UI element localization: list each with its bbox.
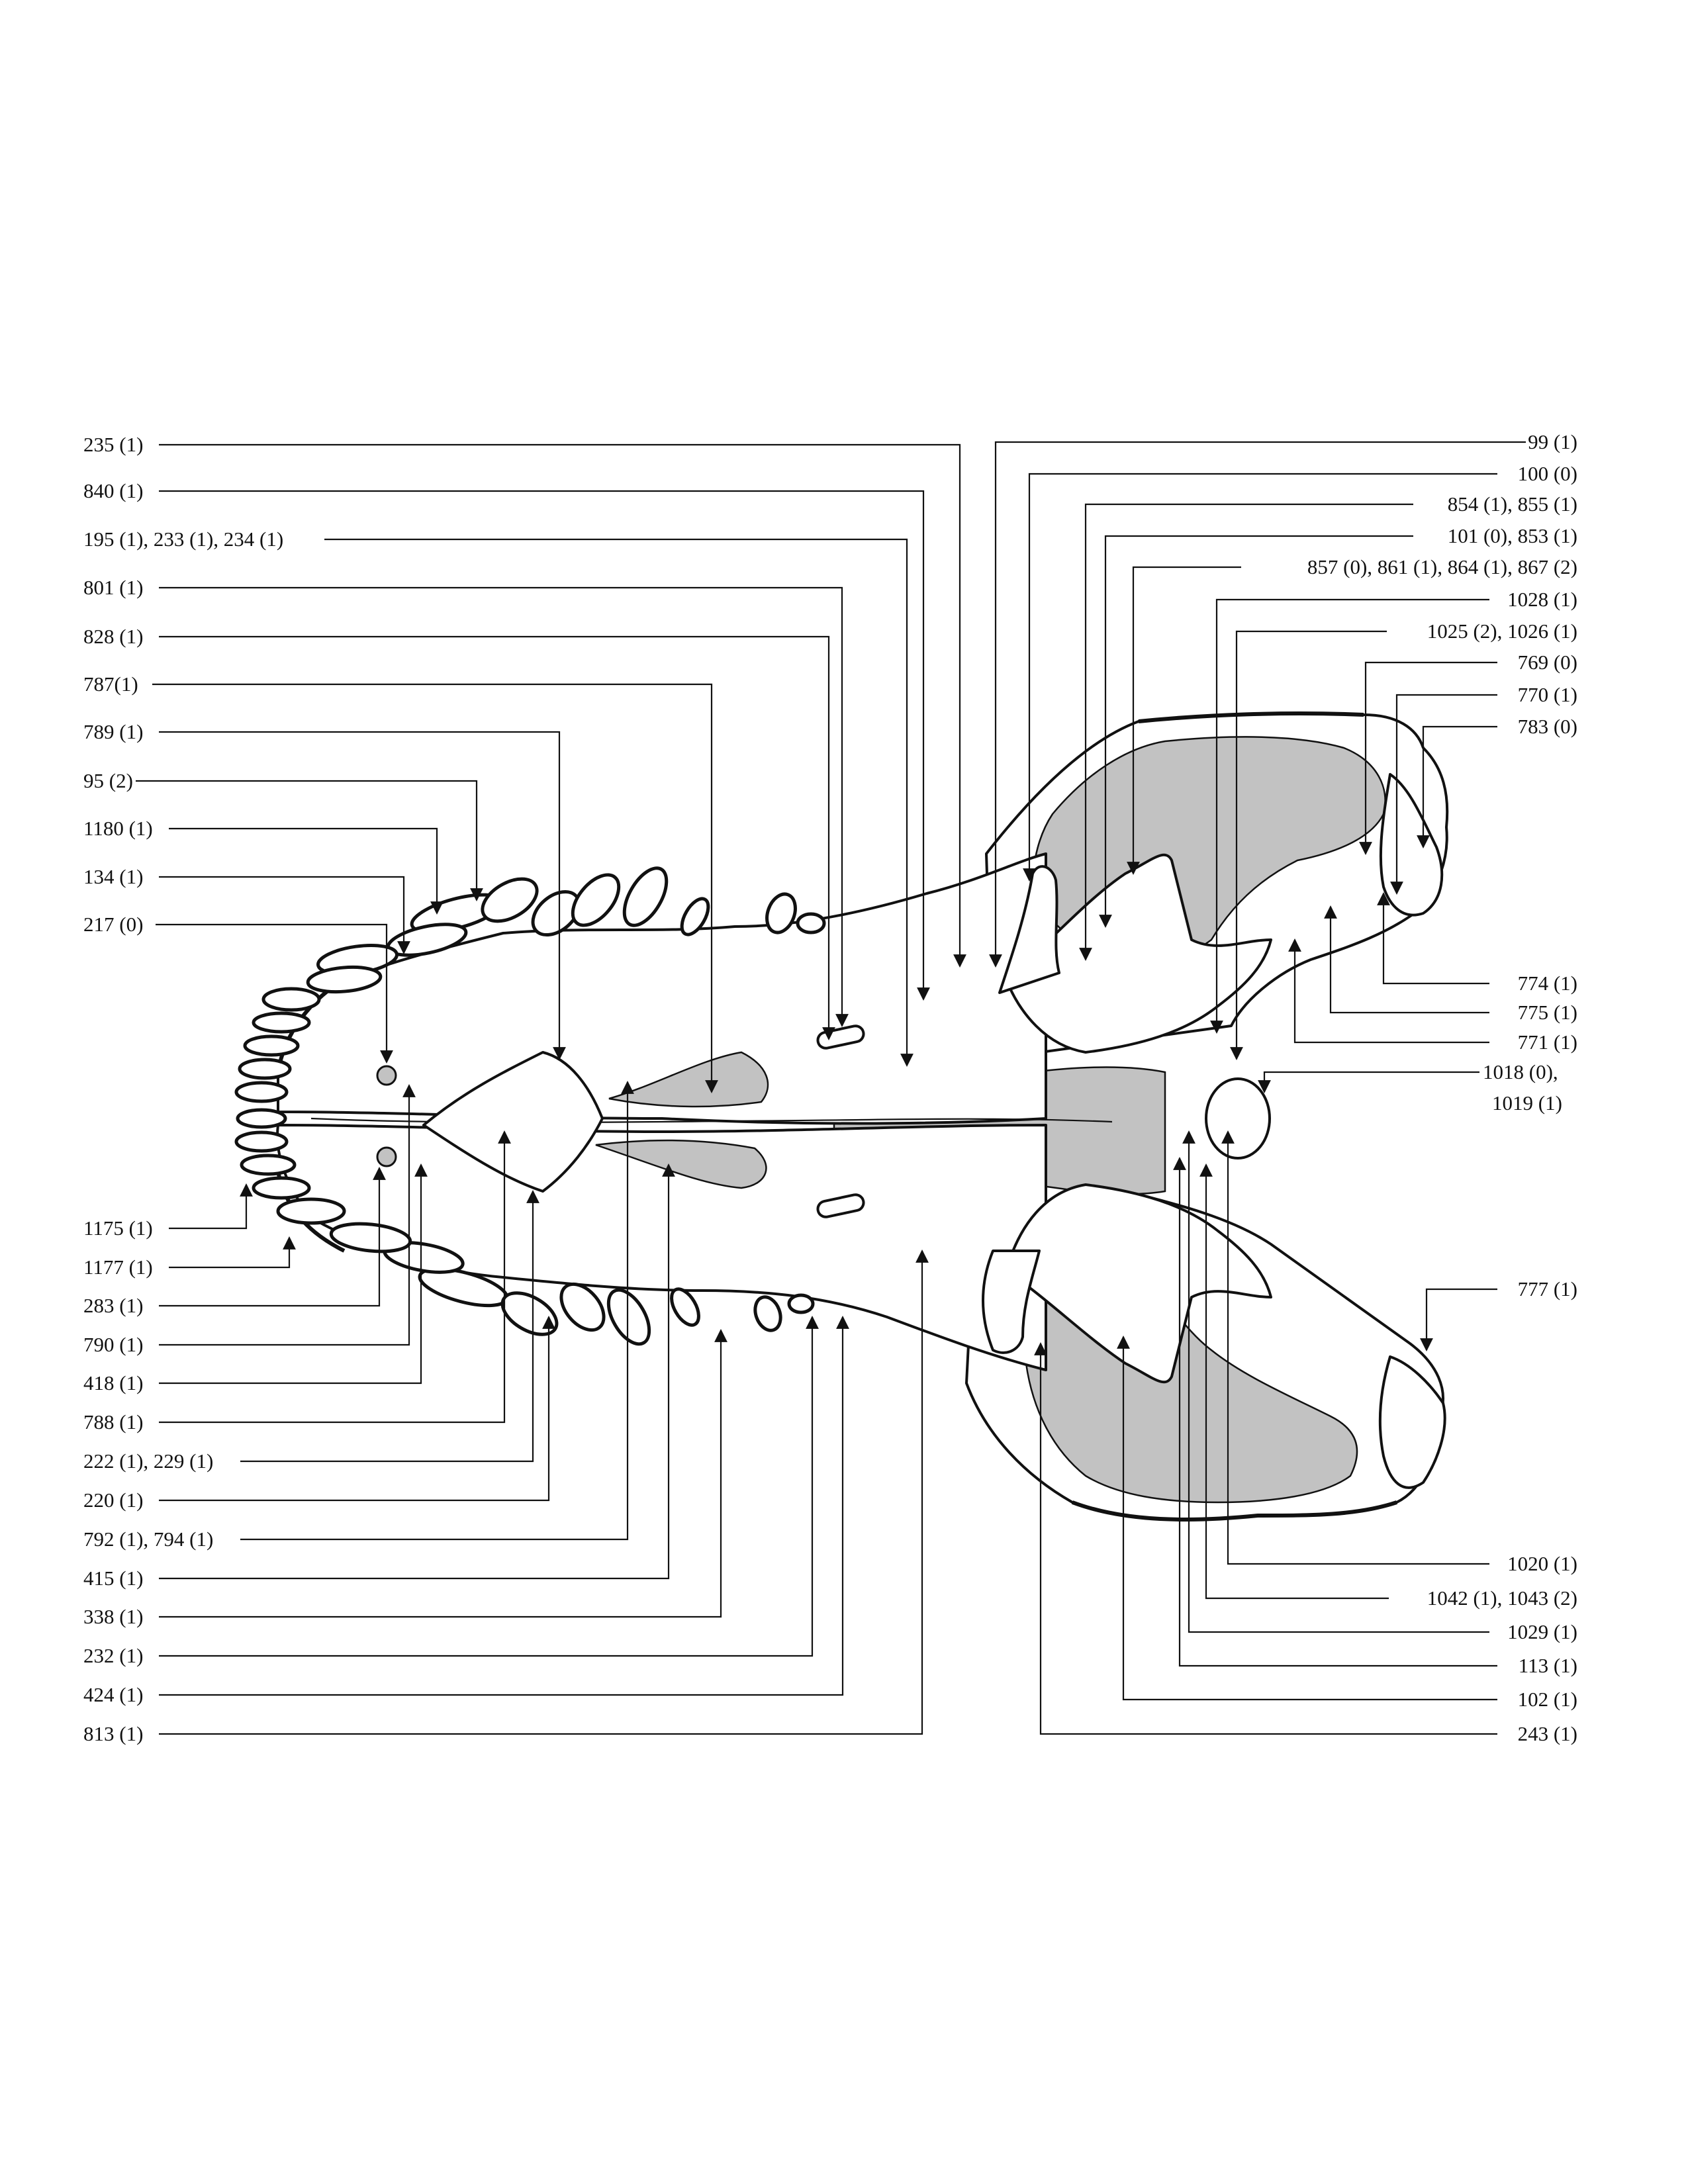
tooth <box>796 912 826 934</box>
tooth <box>606 1288 651 1346</box>
tooth <box>622 866 669 927</box>
tooth <box>753 1295 782 1332</box>
label-415: 415 (1) <box>83 1567 143 1590</box>
right-bottom-labels: 1020 (1) 1042 (1), 1043 (2) 1029 (1) 113… <box>1427 1552 1577 1745</box>
leader-lines <box>136 441 1526 1735</box>
ectopterygoid-upper <box>998 865 1060 994</box>
label-774: 774 (1) <box>1518 972 1577 995</box>
label-783: 783 (0) <box>1518 715 1577 738</box>
tooth <box>765 892 797 934</box>
label-770: 770 (1) <box>1518 683 1577 706</box>
pterygoid-bar-lower <box>1005 1183 1272 1384</box>
label-134: 134 (1) <box>83 865 143 888</box>
label-1177: 1177 (1) <box>83 1255 153 1279</box>
left-bottom-labels: 1175 (1) 1177 (1) 283 (1) 790 (1) 418 (1… <box>83 1216 213 1745</box>
label-232: 232 (1) <box>83 1644 143 1667</box>
right-middle-labels: 774 (1) 775 (1) 771 (1) <box>1518 972 1577 1054</box>
label-854-855: 854 (1), 855 (1) <box>1448 492 1577 516</box>
label-217: 217 (0) <box>83 913 143 936</box>
pterygoid-bar-upper <box>1005 853 1272 1054</box>
foramen-upper <box>376 1065 397 1086</box>
label-840: 840 (1) <box>83 479 143 502</box>
tooth <box>243 1034 300 1057</box>
tooth <box>276 1197 346 1225</box>
label-100: 100 (0) <box>1518 462 1577 485</box>
label-813: 813 (1) <box>83 1722 143 1745</box>
label-1020: 1020 (1) <box>1507 1552 1577 1575</box>
tooth <box>261 987 321 1012</box>
occipital-condyle <box>1205 1077 1271 1160</box>
right-top-labels: 99 (1) 100 (0) 854 (1), 855 (1) 101 (0),… <box>1307 430 1577 738</box>
tooth <box>234 1130 289 1153</box>
label-243: 243 (1) <box>1518 1722 1577 1745</box>
label-1018: 1018 (0), <box>1483 1060 1558 1083</box>
tooth <box>680 897 710 936</box>
label-789: 789 (1) <box>83 720 143 743</box>
label-1175: 1175 (1) <box>83 1216 153 1240</box>
skull-illustration <box>234 711 1449 1522</box>
label-1019: 1019 (1) <box>1492 1091 1562 1115</box>
quadrate-condyle-lower <box>1378 1355 1446 1489</box>
label-801: 801 (1) <box>83 576 143 599</box>
label-102: 102 (1) <box>1518 1688 1577 1711</box>
label-338: 338 (1) <box>83 1605 143 1628</box>
tooth <box>306 965 383 994</box>
label-424: 424 (1) <box>83 1683 143 1706</box>
label-101-853: 101 (0), 853 (1) <box>1448 524 1577 547</box>
label-1025-1026: 1025 (2), 1026 (1) <box>1427 619 1577 643</box>
label-99: 99 (1) <box>1528 430 1577 453</box>
label-95: 95 (2) <box>83 769 133 792</box>
label-792-794: 792 (1), 794 (1) <box>83 1527 213 1551</box>
label-777: 777 (1) <box>1518 1277 1577 1300</box>
left-top-labels: 235 (1) 840 (1) 195 (1), 233 (1), 234 (1… <box>83 433 283 936</box>
label-235: 235 (1) <box>83 433 143 456</box>
label-418: 418 (1) <box>83 1371 143 1394</box>
label-857-861-864-867: 857 (0), 861 (1), 864 (1), 867 (2) <box>1307 555 1577 578</box>
label-775: 775 (1) <box>1518 1001 1577 1024</box>
label-771: 771 (1) <box>1518 1030 1577 1054</box>
label-787: 787(1) <box>83 672 138 696</box>
label-788: 788 (1) <box>83 1410 143 1433</box>
palatine-foramen-lower <box>816 1193 865 1218</box>
tooth <box>252 1011 311 1034</box>
label-1029: 1029 (1) <box>1507 1620 1577 1643</box>
label-113: 113 (1) <box>1519 1654 1577 1677</box>
tooth <box>559 1282 606 1332</box>
tooth <box>329 1222 412 1253</box>
label-1042-1043: 1042 (1), 1043 (2) <box>1427 1586 1577 1610</box>
label-1028: 1028 (1) <box>1507 588 1577 611</box>
lower-tooth-row <box>234 1108 815 1346</box>
tooth <box>670 1287 700 1327</box>
foramen-lower <box>376 1146 397 1167</box>
tooth <box>236 1108 287 1129</box>
label-1018-1019: 1018 (0), 1019 (1) <box>1483 1060 1562 1115</box>
tooth <box>571 873 621 927</box>
tooth <box>787 1293 815 1314</box>
tooth <box>252 1176 311 1200</box>
ectopterygoid-lower <box>982 1250 1041 1354</box>
choana-upper <box>608 1051 769 1108</box>
label-1180: 1180 (1) <box>83 817 153 840</box>
label-790: 790 (1) <box>83 1333 143 1356</box>
label-769: 769 (0) <box>1518 651 1577 674</box>
label-828: 828 (1) <box>83 625 143 648</box>
label-222-229: 222 (1), 229 (1) <box>83 1449 213 1473</box>
tooth <box>481 877 539 923</box>
tooth <box>234 1081 289 1103</box>
palatal-diamond <box>422 1051 604 1193</box>
tooth <box>240 1154 297 1176</box>
label-220: 220 (1) <box>83 1488 143 1512</box>
tooth <box>238 1058 292 1080</box>
label-283: 283 (1) <box>83 1294 143 1317</box>
label-195-233-234: 195 (1), 233 (1), 234 (1) <box>83 527 283 551</box>
